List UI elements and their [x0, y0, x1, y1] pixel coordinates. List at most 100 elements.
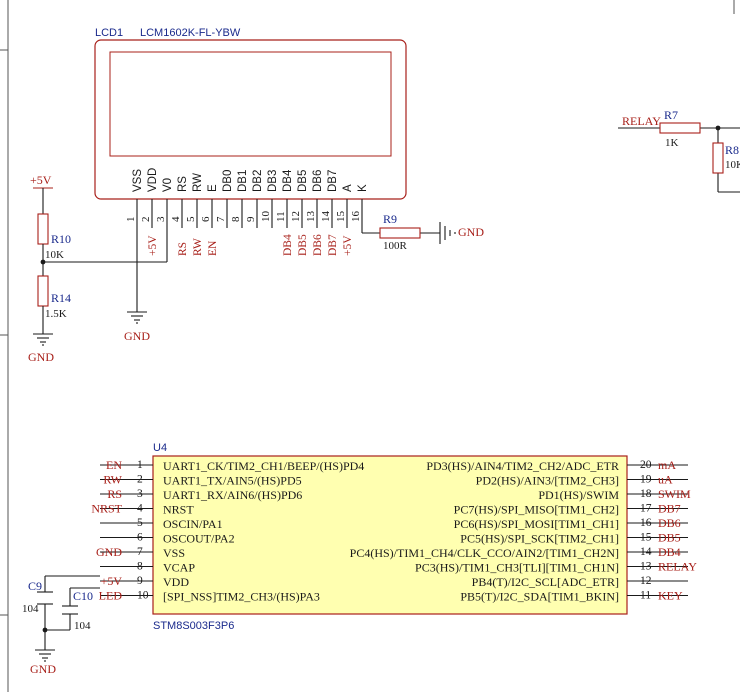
lcd-pin-net-label: DB5 [297, 234, 309, 256]
lcd-designator: LCD1 [95, 27, 123, 39]
mcu-pin-name: UART1_TX/AIN5/(HS)PD5 [163, 474, 302, 488]
mcu-body [152, 455, 628, 615]
lcd-pin-number: 1 [125, 217, 137, 223]
mcu-net-label: DB6 [658, 516, 681, 530]
c9-value: 104 [22, 603, 39, 615]
r10-designator: R10 [51, 232, 71, 246]
mcu-pin-name: PD3(HS)/AIN4/TIM2_CH2/ADC_ETR [426, 459, 619, 473]
mcu-pin-name: UART1_RX/AIN6/(HS)PD6 [163, 488, 302, 502]
resistor-r14[interactable]: R14 1.5K [37, 262, 71, 334]
r7-designator: R7 [664, 108, 678, 122]
lcd-module[interactable]: LCD1 LCM1602K-FL-YBW VSS 1VDD2+5VV03RS4RS… [94, 27, 407, 256]
mcu-pin-name: PC6(HS)/SPI_MOSI[TIM1_CH1] [454, 517, 619, 531]
mcu-pin-number: 6 [137, 532, 143, 544]
mcu-pin-number: 20 [640, 459, 652, 471]
mcu-pin-number: 18 [640, 488, 652, 500]
mcu-designator: U4 [153, 442, 167, 454]
capacitor-c9[interactable]: C9 104 [22, 579, 53, 615]
lcd-pin-number: 13 [305, 211, 317, 223]
mcu-right-pin-14[interactable]: 14PC4(HS)/TIM1_CH4/CLK_CCO/AIN2/[TIM1_CH… [350, 545, 688, 560]
mcu-net-label: LED [99, 589, 123, 603]
lcd-pin-3[interactable]: V03 [155, 178, 174, 228]
mcu-pin-number: 1 [137, 459, 143, 471]
r14-value: 1.5K [45, 308, 67, 320]
capacitor-c10[interactable]: C10 104 [62, 589, 93, 632]
mcu-net-label: +5V [101, 574, 123, 588]
mcu-pin-number: 12 [640, 575, 652, 587]
lcd-pin-name: DB7 [327, 170, 339, 192]
gnd-label-bottom: GND [30, 662, 56, 676]
lcd-pin-name: VSS [132, 169, 144, 192]
resistor-r9[interactable]: R9 100R [379, 212, 421, 252]
resistor-r7[interactable]: R7 1K [659, 108, 701, 149]
lcd-pin-net-label: DB6 [312, 234, 324, 256]
lcd-pin-1[interactable]: VSS 1 [125, 169, 144, 228]
c10-value: 104 [74, 620, 91, 632]
mcu-pin-number: 15 [640, 532, 652, 544]
gnd-symbol-bottom: GND [30, 649, 56, 676]
lcd-pin-number: 14 [320, 211, 332, 223]
mcu-net-label: DB4 [658, 545, 681, 559]
lcd-pin-name: DB6 [312, 170, 324, 192]
lcd-pin-16[interactable]: K 16 [350, 184, 369, 228]
mcu-pin-name: PC4(HS)/TIM1_CH4/CLK_CCO/AIN2/[TIM1_CH2N… [350, 546, 619, 560]
lcd-part-number: LCM1602K-FL-YBW [140, 27, 241, 39]
lcd-pin-number: 3 [155, 216, 167, 222]
lcd-pin-number: 4 [170, 216, 182, 222]
resistor-r8[interactable]: R8 10K [712, 142, 740, 174]
mcu-pin-name: NRST [163, 503, 194, 517]
lcd-pin-name: VDD [147, 168, 159, 192]
lcd-pin-name: K [357, 184, 369, 192]
lcd-pin-net-label: DB7 [327, 234, 339, 256]
mcu-net-label: NRST [91, 502, 122, 516]
lcd-pin-number: 16 [350, 211, 362, 223]
mcu-pin-number: 10 [137, 590, 149, 602]
mcu-pin-number: 11 [640, 590, 651, 602]
lcd-pin-15[interactable]: A15+5V [335, 184, 354, 256]
gnd-label-lcd: GND [124, 329, 150, 343]
mcu-pin-name: UART1_CK/TIM2_CH1/BEEP/(HS)PD4 [163, 459, 364, 473]
lcd-pin-name: DB1 [237, 170, 249, 192]
r9-value: 100R [383, 240, 408, 252]
mcu-pin-number: 3 [137, 488, 143, 500]
resistor-r10[interactable]: R10 10K [37, 213, 71, 262]
lcd-pin-number: 7 [215, 216, 227, 222]
mcu-right-pin-12[interactable]: 12 PB4(T)/I2C_SCL[ADC_ETR] [472, 575, 688, 589]
mcu-pin-name: PB4(T)/I2C_SCL[ADC_ETR] [472, 575, 619, 589]
lcd-pin-name: A [342, 184, 354, 192]
gnd-symbol-lcd: GND [124, 311, 150, 343]
